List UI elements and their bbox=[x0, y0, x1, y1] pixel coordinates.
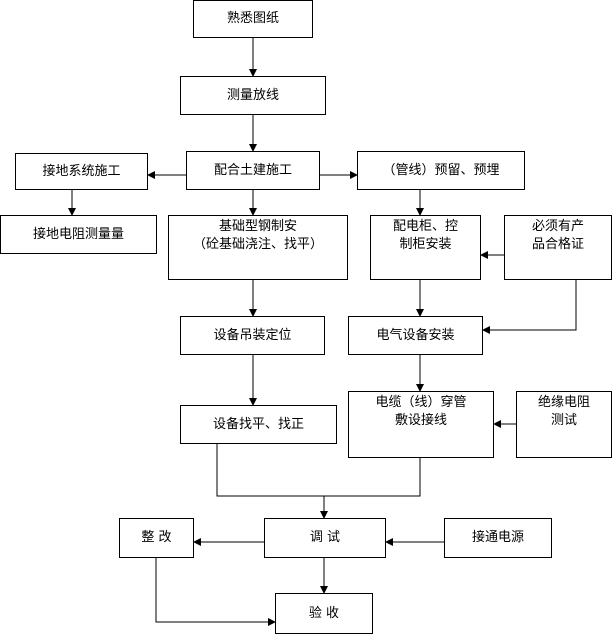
node-power-on: 接通电源 bbox=[444, 518, 552, 558]
node-steel-base: 基础型钢制安 （砼基础浇注、找平） bbox=[168, 215, 348, 280]
node-debug: 调 试 bbox=[264, 518, 386, 558]
node-conduit-embed: （管线）预留、预埋 bbox=[357, 151, 525, 190]
node-grounding-measure: 接地电阻测量量 bbox=[0, 215, 157, 254]
node-grounding-construction: 接地系统施工 bbox=[15, 153, 148, 190]
arrow-rectify-to-acceptance bbox=[155, 558, 276, 626]
node-cabinet-install: 配电柜、控 制柜安装 bbox=[370, 215, 481, 280]
node-electrical-install: 电气设备安装 bbox=[348, 316, 483, 355]
node-certificate: 必须有产 品合格证 bbox=[504, 215, 612, 280]
node-familiarize: 熟悉图纸 bbox=[193, 0, 313, 38]
node-insulation-test: 绝缘电阻 测试 bbox=[516, 391, 612, 458]
node-survey: 测量放线 bbox=[180, 76, 326, 115]
node-rectify: 整 改 bbox=[119, 518, 194, 558]
node-level-align: 设备找平、找正 bbox=[180, 405, 337, 444]
arrow-certificate-to-electrical bbox=[482, 280, 577, 334]
node-cable-laying: 电缆（线）穿管 敷设接线 bbox=[348, 391, 494, 458]
node-civil-cooperation: 配合土建施工 bbox=[186, 151, 320, 190]
node-hoist-position: 设备吊装定位 bbox=[180, 316, 325, 355]
line-level-to-merge bbox=[216, 444, 421, 497]
node-acceptance: 验 收 bbox=[275, 593, 373, 634]
